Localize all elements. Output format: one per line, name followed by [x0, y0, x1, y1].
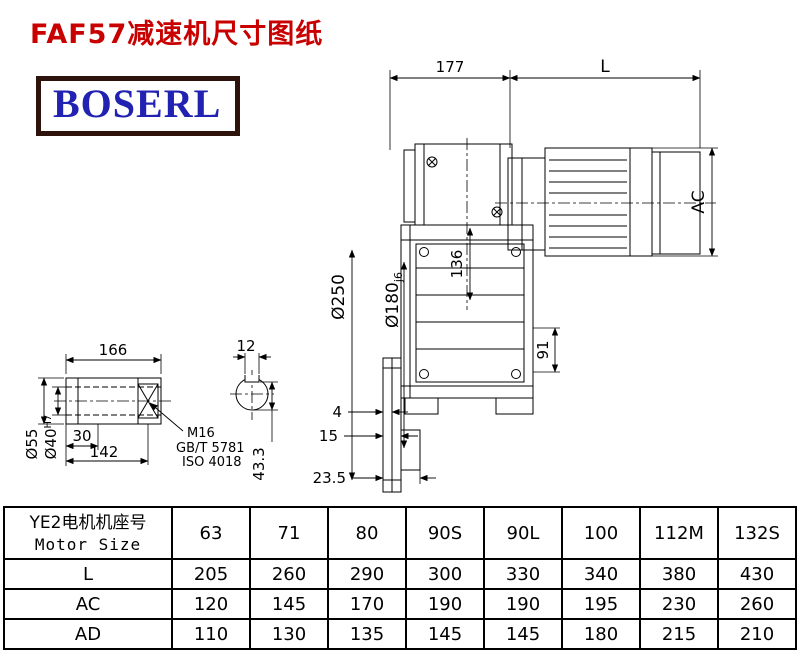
size-col-header: 100 [561, 506, 641, 560]
cell: 260 [717, 588, 797, 620]
cell: 180 [561, 618, 641, 650]
cell: 290 [327, 558, 407, 590]
dim-4: 4 [332, 403, 342, 421]
cell: 145 [249, 588, 329, 620]
table-header-row: YE2电机机座号 Motor Size 63 71 80 90S 90L 100… [3, 506, 797, 560]
table-row-L: L 205 260 290 300 330 340 380 430 [3, 558, 797, 590]
dim-40: Ø40H7 [42, 415, 60, 460]
dimension-labels: 177 L AC 136 Ø250 Ø180j6 91 4 15 23.5 16… [23, 57, 709, 487]
dim-AC: AC [689, 190, 709, 213]
table-row-AC: AC 120 145 170 190 190 195 230 260 [3, 588, 797, 620]
cell: 380 [639, 558, 719, 590]
standard-iso-label: ISO 4018 [182, 455, 242, 470]
dim-43-3: 43.3 [250, 447, 268, 480]
dim-12: 12 [236, 337, 255, 355]
size-col-header: 112M [639, 506, 719, 560]
row-label: AC [3, 588, 173, 620]
row-label: AD [3, 618, 173, 650]
thread-label: M16 [187, 426, 215, 441]
standard-gb-label: GB/T 5781 [176, 441, 245, 456]
dim-L: L [600, 57, 610, 77]
page-title: FAF57减速机尺寸图纸 [30, 19, 324, 50]
dim-15: 15 [319, 427, 338, 445]
cell: 210 [717, 618, 797, 650]
size-col-header: 63 [171, 506, 251, 560]
size-col-header: 132S [717, 506, 797, 560]
dim-177: 177 [436, 58, 465, 76]
main-view-outline [382, 143, 701, 493]
dimension-lines [40, 74, 716, 482]
shaft-detail-outline [65, 375, 269, 425]
cell: 205 [171, 558, 251, 590]
cell: 170 [327, 588, 407, 620]
dim-142: 142 [90, 443, 119, 461]
dim-55: Ø55 [23, 429, 41, 460]
motor-size-header-cell: YE2电机机座号 Motor Size [3, 506, 173, 560]
dim-180-fit: j6 [392, 272, 405, 283]
dim-91: 91 [534, 340, 552, 359]
cell: 430 [717, 558, 797, 590]
cell: 190 [405, 588, 485, 620]
cell: 230 [639, 588, 719, 620]
dim-136: 136 [448, 250, 466, 279]
size-col-header: 90L [483, 506, 563, 560]
boserl-logo: BOSERL [36, 76, 241, 136]
cell: 135 [327, 618, 407, 650]
row-label: L [3, 558, 173, 590]
motor-size-label-cn: YE2电机机座号 [29, 512, 147, 533]
size-col-header: 71 [249, 506, 329, 560]
cell: 260 [249, 558, 329, 590]
dim-250: Ø250 [329, 274, 349, 320]
cell: 145 [405, 618, 485, 650]
dim-180: Ø180j6 [383, 272, 405, 328]
dim-166: 166 [99, 341, 128, 359]
size-col-header: 80 [327, 506, 407, 560]
dim-23-5: 23.5 [313, 469, 346, 487]
table-row-AD: AD 110 130 135 145 145 180 215 210 [3, 618, 797, 650]
dimension-table: YE2电机机座号 Motor Size 63 71 80 90S 90L 100… [3, 506, 797, 650]
motor-size-label-en: Motor Size [34, 534, 142, 554]
cell: 110 [171, 618, 251, 650]
cell: 215 [639, 618, 719, 650]
cell: 300 [405, 558, 485, 590]
dim-40-value: Ø40 [42, 428, 60, 459]
dim-30: 30 [72, 427, 91, 445]
dim-40-fit: H7 [43, 415, 54, 429]
dimension-drawing: 177 L AC 136 Ø250 Ø180j6 91 4 15 23.5 16… [23, 57, 718, 493]
cell: 130 [249, 618, 329, 650]
size-col-header: 90S [405, 506, 485, 560]
cell: 340 [561, 558, 641, 590]
cell: 195 [561, 588, 641, 620]
cell: 145 [483, 618, 563, 650]
cell: 330 [483, 558, 563, 590]
cell: 120 [171, 588, 251, 620]
cell: 190 [483, 588, 563, 620]
dim-180-value: Ø180 [383, 282, 403, 328]
